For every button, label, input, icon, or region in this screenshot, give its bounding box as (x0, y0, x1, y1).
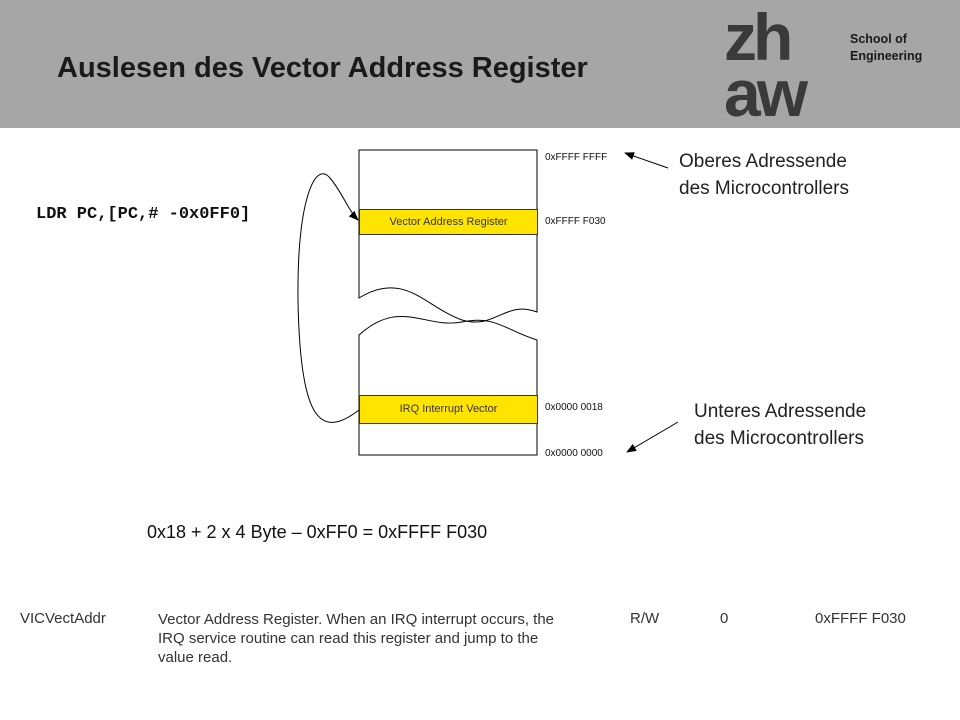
school-line1: School of (850, 32, 907, 46)
address-top: 0xFFFF FFFF (545, 152, 608, 163)
jump-curve (297, 173, 360, 423)
upper-address-note: Oberes Adressende des Microcontrollers (679, 148, 849, 202)
register-description: Vector Address Register. When an IRQ int… (158, 610, 554, 667)
register-description-line: value read. (158, 649, 233, 666)
register-description-line: Vector Address Register. When an IRQ int… (158, 611, 555, 628)
lower-note-line1: Unteres Adressende (694, 401, 867, 422)
register-reset-value: 0 (720, 610, 729, 627)
upper-arrow (624, 152, 669, 169)
school-label: School of Engineering (850, 31, 922, 65)
address-irq: 0x0000 0018 (545, 402, 603, 413)
address-formula: 0x18 + 2 x 4 Byte – 0xFF0 = 0xFFFF F030 (147, 522, 488, 542)
register-description-line: IRQ service routine can read this regist… (158, 630, 539, 647)
upper-note-line1: Oberes Adressende (679, 151, 847, 172)
memory-block-lower (358, 315, 538, 456)
lower-address-note: Unteres Adressende des Microcontrollers (694, 398, 866, 452)
ldr-instruction: LDR PC,[PC,# -0x0FF0] (36, 205, 251, 224)
vector-address-register-box: Vector Address Register (359, 209, 538, 235)
lower-arrow (626, 421, 679, 453)
lower-note-line2: des Microcontrollers (694, 428, 864, 449)
zhaw-logo: zh aw (724, 8, 813, 120)
register-address: 0xFFFF F030 (815, 610, 906, 627)
logo-line2: aw (724, 56, 809, 120)
address-bottom: 0x0000 0000 (545, 448, 603, 459)
address-var: 0xFFFF F030 (545, 216, 606, 227)
memory-block-upper (358, 149, 538, 323)
memory-diagram (297, 149, 679, 456)
school-line2: Engineering (850, 49, 923, 63)
register-table-row: VICVectAddr Vector Address Register. Whe… (0, 608, 960, 678)
upper-note-line2: des Microcontrollers (679, 178, 849, 199)
header-bar (0, 0, 960, 128)
irq-interrupt-vector-box: IRQ Interrupt Vector (359, 395, 538, 424)
page-title: Auslesen des Vector Address Register (57, 52, 588, 84)
logo-line1: zh (724, 8, 790, 74)
register-name: VICVectAddr (20, 610, 106, 627)
register-access: R/W (630, 610, 660, 627)
